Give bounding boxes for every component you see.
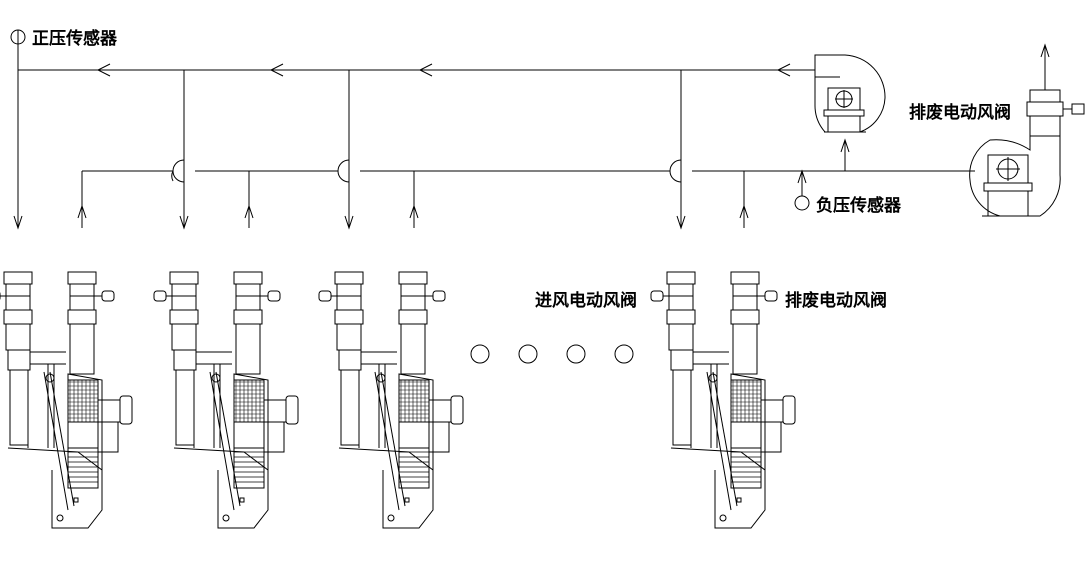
dryer-unit — [651, 272, 795, 528]
dryer-unit — [154, 272, 298, 528]
exhaust-fan — [970, 45, 1084, 216]
exhaust-valve-top-label: 排废电动风阀 — [909, 103, 1011, 123]
ellipsis-dot — [615, 345, 633, 363]
positive-pressure-sensor-label: 正压传感器 — [32, 29, 117, 49]
dryer-unit — [0, 272, 132, 528]
supply-duct — [14, 56, 815, 228]
supply-fan — [815, 55, 885, 132]
inlet-valve-label: 进风电动风阀 — [535, 291, 637, 311]
exhaust-duct — [78, 140, 975, 228]
dryer-unit — [319, 272, 463, 528]
ellipsis-dot — [567, 345, 585, 363]
negative-pressure-sensor-symbol — [795, 171, 809, 210]
ellipsis-dot — [519, 345, 537, 363]
negative-pressure-sensor-label: 负压传感器 — [816, 196, 901, 216]
exhaust-valve-unit-label: 排废电动风阀 — [785, 291, 887, 311]
positive-pressure-sensor-symbol — [11, 30, 25, 56]
ellipsis-dot — [471, 345, 489, 363]
